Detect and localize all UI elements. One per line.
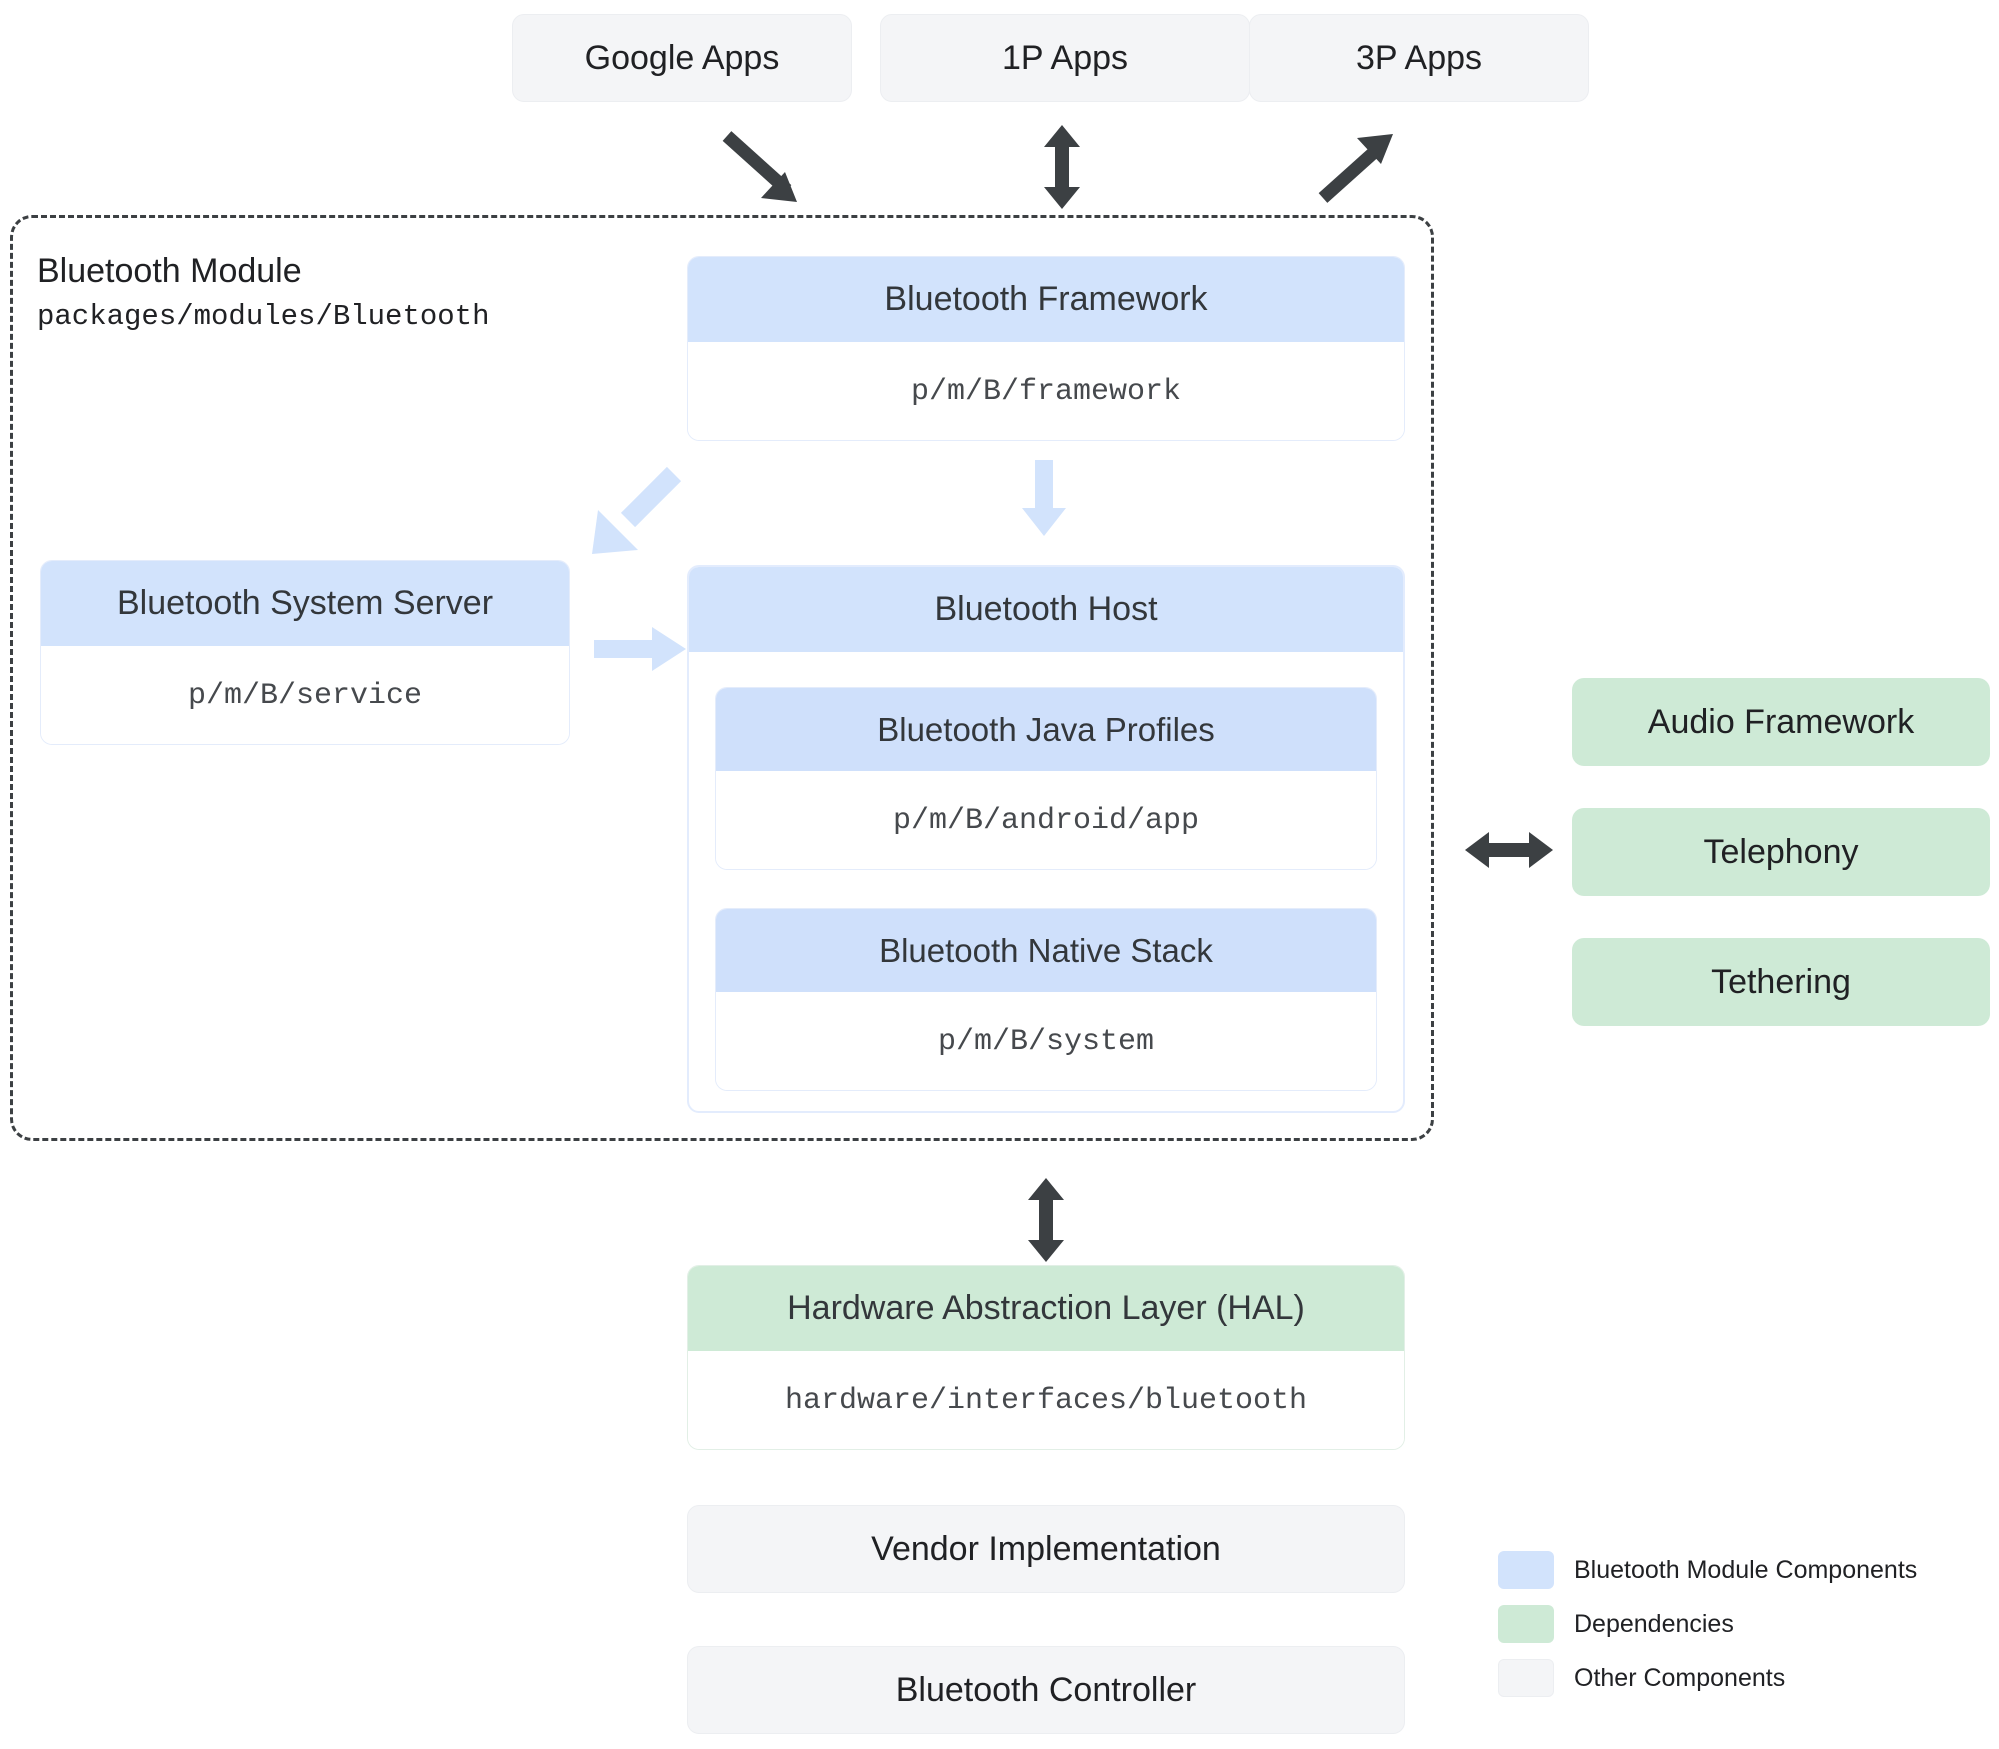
vendor-implementation-label: Vendor Implementation — [871, 1529, 1221, 1568]
bluetooth-system-server-title: Bluetooth System Server — [116, 584, 494, 622]
bluetooth-system-server-path: p/m/B/service — [187, 679, 423, 713]
bluetooth-host-title: Bluetooth Host — [934, 590, 1158, 628]
bluetooth-module-path: packages/modules/Bluetooth — [37, 300, 490, 333]
bluetooth-system-server-card[interactable]: Bluetooth System Server p/m/B/service — [40, 560, 570, 745]
bluetooth-system-server-path-row: p/m/B/service — [41, 646, 569, 744]
module-to-hal-double-arrow — [1024, 1178, 1068, 1262]
bluetooth-system-server-header: Bluetooth System Server — [41, 561, 569, 646]
dependency-tethering-label: Tethering — [1711, 962, 1851, 1001]
legend-swatch-blue-icon — [1498, 1551, 1554, 1589]
bluetooth-framework-header: Bluetooth Framework — [688, 257, 1404, 342]
bluetooth-controller-box[interactable]: Bluetooth Controller — [687, 1646, 1405, 1734]
legend-swatch-green-icon — [1498, 1605, 1554, 1643]
bluetooth-host-header: Bluetooth Host — [689, 567, 1403, 652]
legend-item-module-components: Bluetooth Module Components — [1498, 1548, 1917, 1592]
bluetooth-java-profiles-card[interactable]: Bluetooth Java Profiles p/m/B/android/ap… — [715, 687, 1377, 870]
hal-path-row: hardware/interfaces/bluetooth — [688, 1351, 1404, 1449]
bluetooth-controller-label: Bluetooth Controller — [895, 1670, 1197, 1709]
bluetooth-module-title: Bluetooth Module — [37, 252, 302, 290]
google-apps-label: Google Apps — [584, 38, 780, 77]
legend-label-other-components: Other Components — [1574, 1663, 1786, 1692]
1p-apps-label: 1P Apps — [1001, 38, 1129, 77]
dependency-audio-framework-box[interactable]: Audio Framework — [1572, 678, 1990, 766]
diagonal-down-left-arrow — [715, 128, 805, 208]
hal-title: Hardware Abstraction Layer (HAL) — [787, 1289, 1305, 1327]
bluetooth-java-profiles-path-row: p/m/B/android/app — [716, 771, 1376, 869]
google-apps-box[interactable]: Google Apps — [512, 14, 852, 102]
hal-path: hardware/interfaces/bluetooth — [784, 1384, 1308, 1418]
vertical-double-arrow-apps — [1040, 125, 1084, 209]
bluetooth-native-stack-header: Bluetooth Native Stack — [716, 909, 1376, 992]
dependency-telephony-box[interactable]: Telephony — [1572, 808, 1990, 896]
bluetooth-native-stack-path-row: p/m/B/system — [716, 992, 1376, 1090]
legend: Bluetooth Module Components Dependencies… — [1498, 1548, 1917, 1710]
bluetooth-java-profiles-title: Bluetooth Java Profiles — [877, 710, 1215, 748]
bluetooth-native-stack-card[interactable]: Bluetooth Native Stack p/m/B/system — [715, 908, 1377, 1091]
bluetooth-java-profiles-path: p/m/B/android/app — [892, 803, 1200, 838]
bluetooth-module-frame — [10, 215, 1434, 1141]
3p-apps-label: 3P Apps — [1355, 38, 1483, 77]
hal-card[interactable]: Hardware Abstraction Layer (HAL) hardwar… — [687, 1265, 1405, 1450]
bluetooth-native-stack-title: Bluetooth Native Stack — [879, 931, 1213, 969]
dependency-tethering-box[interactable]: Tethering — [1572, 938, 1990, 1026]
bluetooth-framework-path-row: p/m/B/framework — [688, 342, 1404, 440]
dependency-telephony-label: Telephony — [1703, 832, 1859, 871]
bluetooth-java-profiles-header: Bluetooth Java Profiles — [716, 688, 1376, 771]
framework-to-system-server-diagonal-arrow — [586, 462, 686, 558]
legend-item-dependencies: Dependencies — [1498, 1602, 1917, 1646]
legend-item-other-components: Other Components — [1498, 1656, 1917, 1700]
framework-to-host-down-arrow — [1020, 460, 1068, 540]
system-server-to-host-right-arrow — [594, 625, 690, 673]
legend-swatch-grey-icon — [1498, 1659, 1554, 1697]
dependency-audio-framework-label: Audio Framework — [1647, 702, 1915, 741]
1p-apps-box[interactable]: 1P Apps — [880, 14, 1250, 102]
vendor-implementation-box[interactable]: Vendor Implementation — [687, 1505, 1405, 1593]
hal-header: Hardware Abstraction Layer (HAL) — [688, 1266, 1404, 1351]
legend-label-dependencies: Dependencies — [1574, 1609, 1734, 1638]
host-to-dependencies-double-arrow — [1465, 828, 1553, 872]
legend-label-module-components: Bluetooth Module Components — [1574, 1555, 1918, 1584]
bluetooth-framework-path: p/m/B/framework — [910, 375, 1182, 409]
3p-apps-box[interactable]: 3P Apps — [1249, 14, 1589, 102]
bluetooth-framework-title: Bluetooth Framework — [884, 280, 1208, 318]
diagonal-up-right-arrow — [1305, 128, 1395, 208]
bluetooth-native-stack-path: p/m/B/system — [937, 1024, 1155, 1059]
bluetooth-framework-card[interactable]: Bluetooth Framework p/m/B/framework — [687, 256, 1405, 441]
